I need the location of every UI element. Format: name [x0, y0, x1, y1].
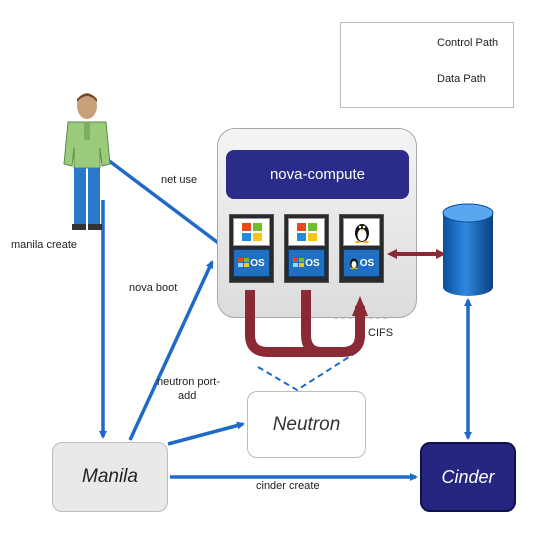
windows-logo-icon [233, 218, 270, 246]
user-figure-icon [63, 93, 111, 230]
neutron-port-add-arrow [167, 421, 245, 446]
vm-os-badge: OS [288, 249, 325, 277]
neutron-port-add-label-line2: add [178, 390, 197, 402]
net-use-label: net use [161, 174, 198, 186]
manila-node: Manila [52, 442, 168, 512]
cifs-data-path-vm2 [301, 290, 323, 357]
windows-logo-icon [288, 218, 325, 246]
cifs-label: CIFS [368, 327, 394, 339]
nova-boot-label: nova boot [129, 282, 178, 294]
cinder-node: Cinder [420, 442, 516, 512]
net-use-arrow [106, 158, 227, 250]
cinder-create-label: cinder create [256, 480, 320, 492]
legend-control-label: Control Path [437, 37, 499, 49]
legend-box [340, 22, 514, 108]
manila-create-label: manila create [11, 239, 78, 251]
vm-os-label: OS [305, 257, 320, 269]
neutron-port-add-label-line1: neutron port- [157, 376, 220, 388]
neutron-node: Neutron [247, 391, 366, 458]
neutron-network-dashed-link [257, 349, 361, 392]
nova-compute-node: nova-compute [226, 150, 409, 199]
vm-windows-2: OS [284, 214, 329, 283]
linux-penguin-icon [343, 218, 380, 246]
vm-linux: OS [339, 214, 384, 283]
vm-windows-1: OS [229, 214, 274, 283]
legend-data-label: Data Path [437, 73, 486, 85]
cifs-data-path-vm1 [245, 290, 368, 357]
nova-boot-arrow [128, 260, 214, 441]
storage-cylinder-icon [442, 203, 494, 296]
vm-os-badge: OS [233, 249, 270, 277]
vm-os-label: OS [359, 257, 375, 269]
vm-os-label: OS [250, 257, 265, 269]
vm-os-badge: OS [343, 249, 380, 277]
